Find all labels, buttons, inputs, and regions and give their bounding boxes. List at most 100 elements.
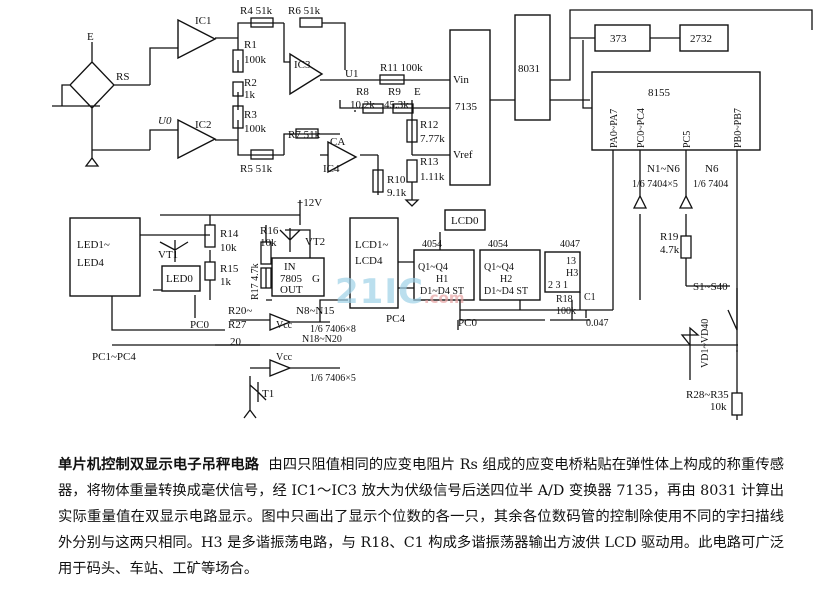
chip-4047-h3 <box>544 251 581 293</box>
label-7406-a: 1/6 7406×8 <box>310 324 356 335</box>
label-373: 373 <box>610 33 627 45</box>
wires <box>52 9 813 420</box>
opamp-ic2 <box>177 118 217 160</box>
opamp-ic1 <box>177 18 217 60</box>
label-u1: U1 <box>345 68 358 80</box>
label-r15: R15 <box>220 263 239 275</box>
label-r2: R2 <box>244 77 257 89</box>
label-t1: T1 <box>262 388 274 400</box>
chip-373 <box>594 24 651 52</box>
label-e: E <box>87 31 94 43</box>
label-s1-s40: S1~S40 <box>693 281 728 293</box>
label-h1: H1 <box>436 274 448 285</box>
label-r4: R4 51k <box>240 5 273 17</box>
label-vref: Vref <box>453 149 473 161</box>
lcd0-block <box>444 209 486 231</box>
label-pc5: PC5 <box>682 131 693 148</box>
circuit-schematic: E RS U0 IC1 IC2 IC3 IC4 CA R4 51k R6 51k… <box>52 5 813 420</box>
label-ca: CA <box>330 136 345 148</box>
transistors <box>159 228 301 402</box>
label-vt2: VT2 <box>305 236 325 248</box>
label-r27: R27 <box>228 319 247 331</box>
label-4054-a: 4054 <box>422 239 442 250</box>
label-4054-b: 4054 <box>488 239 508 250</box>
label-231: 2 3 1 <box>548 280 568 291</box>
label-n8: N8~N15 <box>296 305 335 317</box>
label-r1: R1 <box>244 39 257 51</box>
label-rs: RS <box>116 71 129 83</box>
label-u0: U0 <box>158 115 172 127</box>
label-lcd1: LCD1~ <box>355 239 389 251</box>
label-r13-value: 1.11k <box>420 171 445 183</box>
label-r11: R11 100k <box>380 62 423 74</box>
label-ic4: IC4 <box>323 163 340 175</box>
label-ic3: IC3 <box>294 59 311 71</box>
label-r7: R7 51k <box>288 129 321 141</box>
label-vcc-2: Vcc <box>276 352 293 363</box>
label-q1-a: Q1~Q4 <box>418 262 448 273</box>
label-in: IN <box>284 261 296 273</box>
label-r28-value: 10k <box>710 401 727 413</box>
label-r12-value: 7.77k <box>420 133 445 145</box>
chip-4054-h2 <box>479 249 541 301</box>
chip-2732 <box>679 24 729 52</box>
label-r5: R5 51k <box>240 163 273 175</box>
label-plus12v: +12V <box>297 197 322 209</box>
label-vin: Vin <box>453 74 469 86</box>
label-8031: 8031 <box>518 63 540 75</box>
label-r17: R17 4.7k <box>250 263 261 300</box>
label-7135: 7135 <box>455 101 478 113</box>
label-n6: N6 <box>705 163 719 175</box>
label-pc1: PC1~PC4 <box>92 351 136 363</box>
label-r19: R19 <box>660 231 679 243</box>
opamp-ic4 <box>327 140 358 174</box>
chip-4054-h1 <box>413 249 475 301</box>
label-r10-value: 9.1k <box>387 187 407 199</box>
label-pa: PA0~PA7 <box>609 109 620 148</box>
label-e2: E <box>414 86 421 98</box>
label-r9: R9 <box>388 86 401 98</box>
component-labels: E RS U0 IC1 IC2 IC3 IC4 CA R4 51k R6 51k… <box>77 5 744 413</box>
label-2732: 2732 <box>690 33 712 45</box>
label-r18-value: 100k <box>556 306 576 317</box>
label-r2-value: 1k <box>244 89 256 101</box>
label-pc0-a: PC0 <box>190 319 209 331</box>
ic-blocks <box>69 14 761 309</box>
label-7805: 7805 <box>280 273 303 285</box>
label-vcc-1: Vcc <box>276 320 293 331</box>
label-r10: R10 <box>387 174 406 186</box>
label-r19-value: 4.7k <box>660 244 680 256</box>
watermark-logo: 21IC.com <box>335 272 465 312</box>
label-20: 20 <box>230 336 242 348</box>
label-r18: R18 <box>556 294 573 305</box>
label-7404-b: 1/6 7404 <box>693 179 728 190</box>
label-r14-value: 10k <box>220 242 237 254</box>
label-g: G <box>312 273 320 285</box>
label-r13: R13 <box>420 156 439 168</box>
label-c1-value: 0.047 <box>586 318 609 329</box>
label-ic2: IC2 <box>195 119 212 131</box>
label-r3-value: 100k <box>244 123 267 135</box>
chip-8155 <box>591 71 761 151</box>
label-r15-value: 1k <box>220 276 232 288</box>
label-n18: N18~N20 <box>302 334 342 345</box>
regulator-7805 <box>271 257 325 297</box>
label-r14: R14 <box>220 228 239 240</box>
label-13: 13 <box>566 256 576 267</box>
op-amps <box>177 18 358 174</box>
chip-7135 <box>449 29 491 186</box>
label-r1-value: 100k <box>244 54 267 66</box>
label-pb: PB0~PB7 <box>733 108 744 148</box>
label-pc4: PC4 <box>386 313 405 325</box>
label-h3: H3 <box>566 268 578 279</box>
label-out: OUT <box>280 284 303 296</box>
label-led1: LED1~ <box>77 239 110 251</box>
label-4047: 4047 <box>560 239 580 250</box>
label-d1-a: D1~D4 ST <box>420 286 464 297</box>
led0-block <box>161 265 201 292</box>
label-pc0: PC0~PC4 <box>636 108 647 148</box>
label-r12: R12 <box>420 119 438 131</box>
label-8155: 8155 <box>648 87 671 99</box>
label-r9-value: 45.3k <box>384 99 409 111</box>
label-r16-value: 10k <box>260 237 277 249</box>
